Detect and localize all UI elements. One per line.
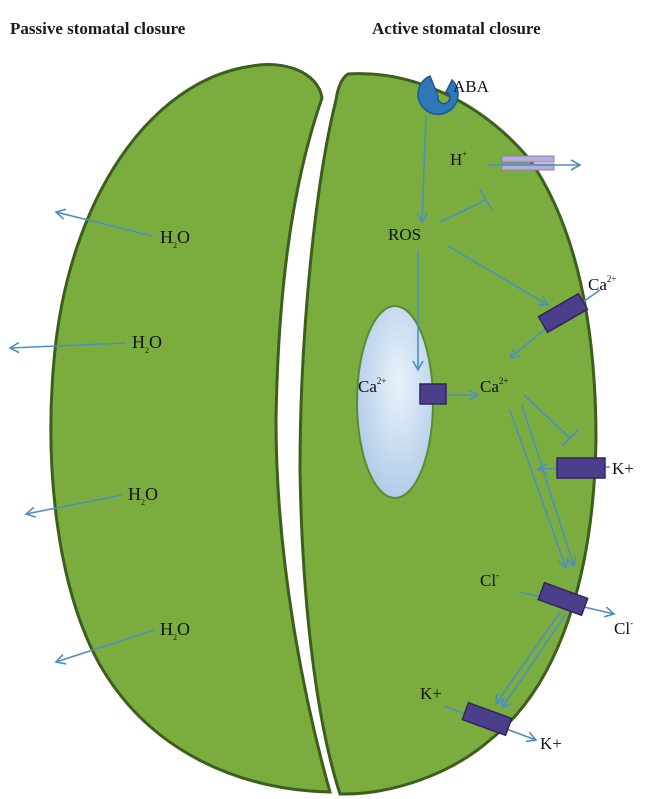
k-outside-label: K+ — [540, 734, 562, 753]
aba-label: ABA — [453, 77, 490, 96]
passive-closure-title: Passive stomatal closure — [10, 19, 186, 38]
active-closure-title: Active stomatal closure — [372, 19, 541, 38]
k-inside-label: K+ — [420, 684, 442, 703]
right-guard-cell — [300, 74, 596, 794]
k-in-channel — [557, 458, 605, 478]
ros-label: ROS — [388, 225, 421, 244]
ca-channel-vacuole — [420, 384, 446, 404]
k-influx-label: K+ — [612, 459, 634, 478]
ca-outside-label: Ca2+ — [588, 274, 616, 294]
cl-outside-label: Cl- — [614, 618, 633, 638]
left-guard-cell — [51, 64, 330, 792]
